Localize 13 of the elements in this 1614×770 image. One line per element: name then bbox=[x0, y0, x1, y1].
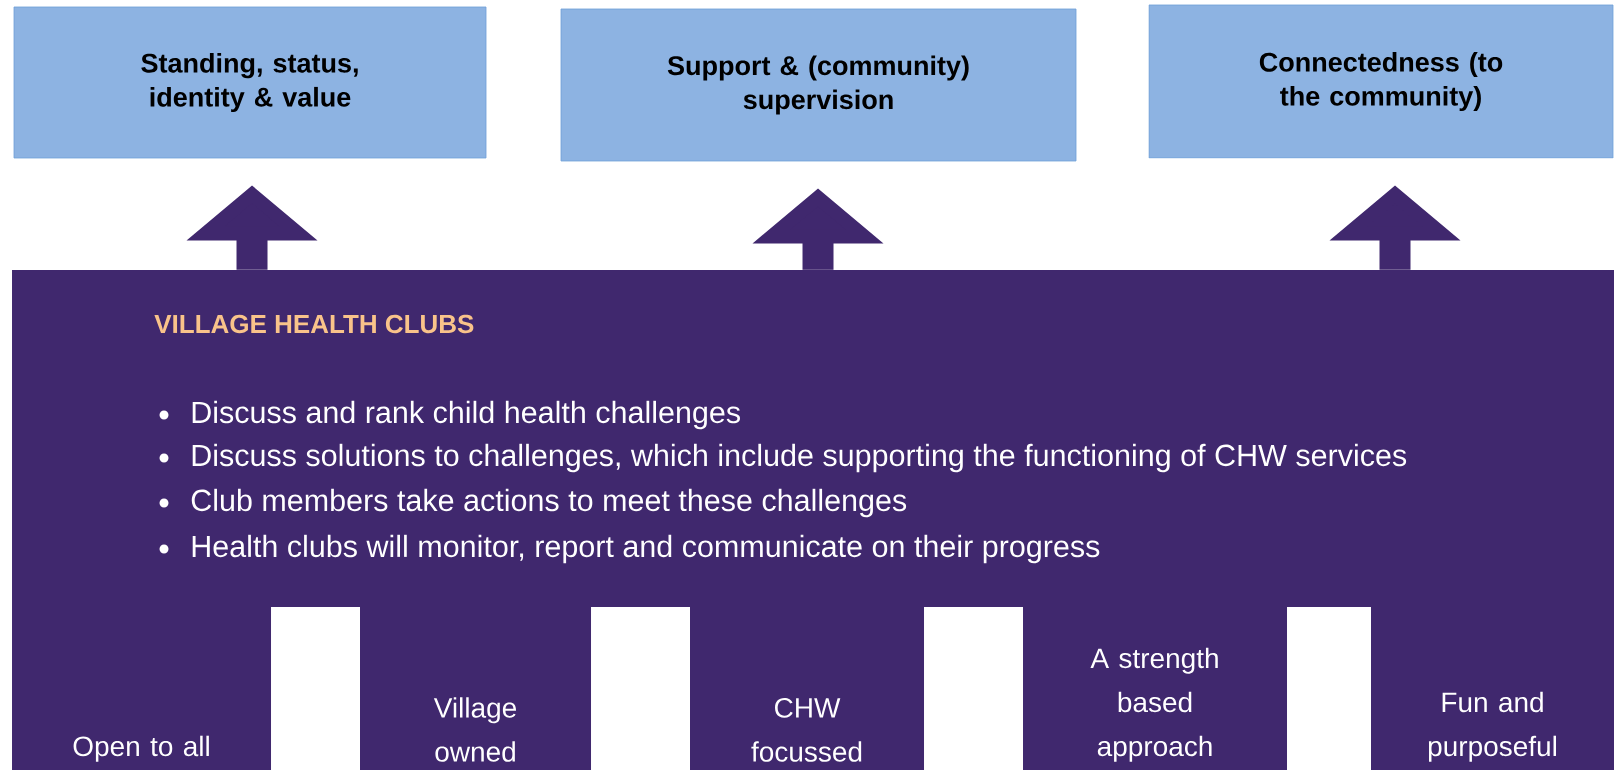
title-box: Support & (community) supervision bbox=[560, 8, 1077, 162]
title-box: Standing, status, identity & value bbox=[13, 6, 487, 159]
pillar-label: Village owned bbox=[433, 697, 516, 762]
bullet-item: Discuss solutions to challenges, which include supporting the functioning of CHW services bbox=[192, 443, 1407, 473]
bullet-item: Health clubs will monitor, report and communicate on their progress bbox=[192, 534, 1100, 564]
title-box: Connectedness (to the community) bbox=[1148, 4, 1614, 159]
pillar-label: Fun and purposeful bbox=[1428, 691, 1556, 762]
pillar-label: CHW focussed bbox=[751, 698, 862, 762]
pillar-label: A strength based approach bbox=[1090, 647, 1218, 762]
bullet-item: Discuss and rank child health challenges bbox=[192, 400, 740, 430]
bullet-item: Club members take actions to meet these challenges bbox=[191, 488, 907, 518]
panel-heading: VILLAGE HEALTH CLUBS bbox=[154, 314, 474, 334]
pillar-label: Open to all bbox=[73, 735, 209, 762]
